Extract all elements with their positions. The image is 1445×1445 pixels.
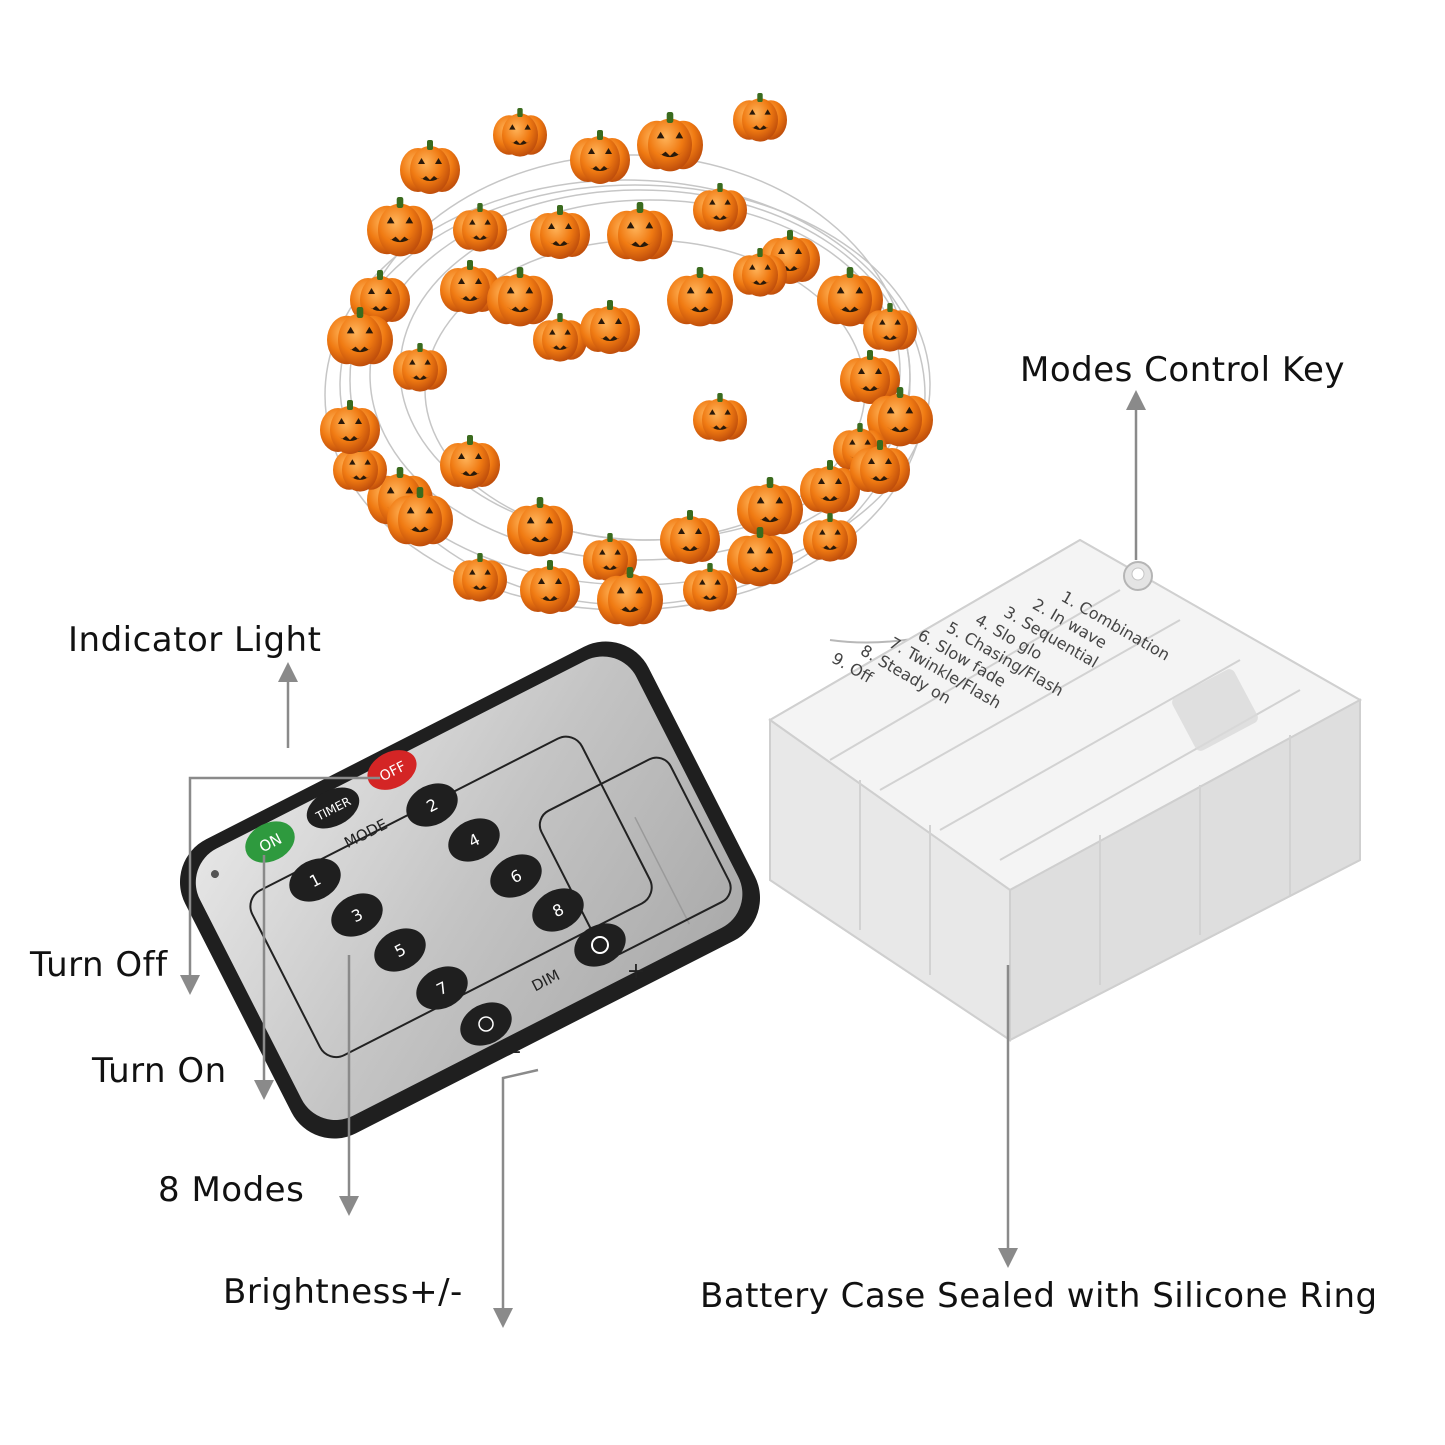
brightness-up-button[interactable]: [567, 915, 633, 975]
eight-modes-label: 8 Modes: [158, 1170, 305, 1210]
off-button[interactable]: OFF: [361, 742, 424, 798]
pumpkin-light: [727, 527, 793, 587]
pumpkin-light: [507, 497, 573, 557]
pumpkin-light: [693, 393, 747, 442]
mode-key-7[interactable]: 7: [409, 958, 475, 1018]
pumpkin-light: [400, 140, 460, 194]
turn-on-label: Turn On: [92, 1051, 227, 1091]
on-button[interactable]: ON: [238, 813, 302, 870]
pumpkin-light: [367, 197, 433, 257]
brightness-arrow: [493, 1068, 539, 1328]
indicator-light-label: Indicator Light: [68, 620, 322, 660]
pumpkin-light: [667, 267, 733, 327]
indicator-light: [210, 870, 219, 879]
brightness-label: Brightness+/-: [223, 1272, 463, 1312]
pumpkin-string-lights: [320, 93, 991, 644]
pumpkin-light: [580, 300, 640, 354]
modes-control-key[interactable]: [1123, 561, 1153, 591]
pumpkin-light: [453, 203, 507, 252]
sun-icon: [591, 936, 609, 954]
turn-off-label: Turn Off: [30, 945, 168, 985]
mode-key-6[interactable]: 6: [483, 846, 549, 906]
pumpkin-light: [637, 112, 703, 172]
mode-key-8[interactable]: 8: [525, 880, 591, 940]
remote-control: [179, 641, 761, 1139]
pumpkin-light: [520, 560, 580, 614]
callout-arrows: [180, 390, 1146, 1328]
pumpkin-light: [607, 202, 673, 262]
pumpkin-light: [733, 93, 787, 142]
pumpkin-light: [840, 350, 900, 404]
mode-key-4[interactable]: 4: [441, 810, 507, 870]
plus-label: +: [627, 959, 645, 984]
pumpkin-light: [440, 435, 500, 489]
brightness-down-button[interactable]: [453, 994, 519, 1054]
timer-button[interactable]: TIMER: [300, 779, 366, 836]
mode-key-3[interactable]: 3: [324, 885, 390, 945]
pumpkin-light: [320, 400, 380, 454]
mode-key-2[interactable]: 2: [399, 775, 465, 835]
minus-label: -: [513, 1039, 521, 1064]
mode-key-1[interactable]: 1: [282, 850, 348, 910]
turn-off-arrow: [180, 776, 380, 995]
battery-case-label: Battery Case Sealed with Silicone Ring: [700, 1276, 1378, 1316]
pumpkin-light: [530, 205, 590, 259]
pumpkin-light: [737, 477, 803, 537]
pumpkin-light: [660, 510, 720, 564]
pumpkin-light: [570, 130, 630, 184]
modes-control-key-label: Modes Control Key: [1020, 350, 1346, 390]
mode-key-5[interactable]: 5: [367, 920, 433, 980]
pumpkin-light: [487, 267, 553, 327]
pumpkin-light: [493, 108, 547, 157]
dim-sun-icon: [478, 1016, 494, 1032]
